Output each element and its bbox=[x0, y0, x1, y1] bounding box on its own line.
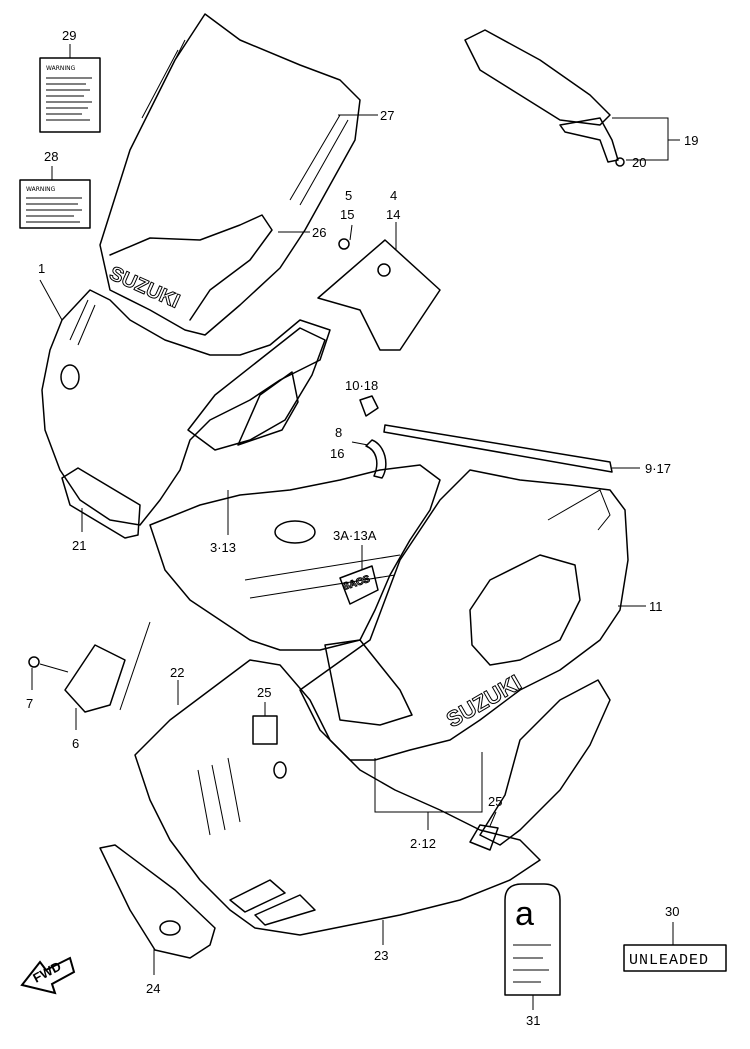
pad-25a bbox=[252, 702, 278, 745]
callout-14: 14 bbox=[386, 207, 400, 222]
callout-16: 16 bbox=[330, 446, 344, 461]
callout-25b: 25 bbox=[488, 794, 502, 809]
callout-24: 24 bbox=[146, 981, 160, 996]
moulding-strip bbox=[383, 424, 640, 473]
callout-5: 5 bbox=[345, 188, 352, 203]
callout-27: 27 bbox=[380, 108, 394, 123]
callout-21: 21 bbox=[72, 538, 86, 553]
callout-10-18: 10·18 bbox=[345, 378, 378, 393]
side-cowling: SUZUKI bbox=[299, 469, 646, 830]
callout-3a-13a: 3A·13A bbox=[333, 528, 377, 543]
callout-2-12: 2·12 bbox=[410, 836, 436, 851]
caution-label-31: a bbox=[504, 883, 561, 1010]
callout-19: 19 bbox=[684, 133, 698, 148]
label-29-header: WARNING bbox=[46, 65, 76, 72]
pad-25b bbox=[469, 811, 499, 851]
callout-31: 31 bbox=[526, 1013, 540, 1028]
callout-4: 4 bbox=[390, 188, 397, 203]
screw-5 bbox=[338, 224, 353, 250]
callout-8: 8 bbox=[335, 425, 342, 440]
cover-6 bbox=[64, 621, 151, 730]
rear-bracket bbox=[464, 29, 680, 167]
sacs-decal: SACS bbox=[339, 545, 379, 605]
callout-7: 7 bbox=[26, 696, 33, 711]
suzuki-side-logo: SUZUKI bbox=[442, 670, 525, 733]
side-cover-21 bbox=[61, 467, 141, 539]
label-28-header: WARNING bbox=[26, 186, 56, 193]
callout-3-13: 3·13 bbox=[210, 540, 236, 555]
warning-label-29: WARNING bbox=[39, 44, 101, 133]
callout-11: 11 bbox=[649, 599, 663, 614]
label-a-glyph: a bbox=[515, 895, 534, 933]
callout-23: 23 bbox=[374, 948, 388, 963]
callout-26: 26 bbox=[312, 225, 326, 240]
unleaded-label-30: UNLEADED bbox=[623, 922, 727, 972]
windscreen: SUZUKI bbox=[99, 13, 378, 336]
inner-panel bbox=[149, 464, 441, 651]
clip-10 bbox=[359, 395, 379, 417]
warning-label-28: WARNING bbox=[19, 166, 91, 229]
screw-7 bbox=[28, 656, 69, 690]
callout-30: 30 bbox=[665, 904, 679, 919]
callout-20: 20 bbox=[632, 155, 646, 170]
under-cowling bbox=[134, 659, 611, 945]
suzuki-windscreen-logo: SUZUKI bbox=[106, 262, 183, 312]
upper-cowling bbox=[39, 279, 331, 526]
grommet-8 bbox=[351, 439, 387, 479]
bracket-24 bbox=[99, 844, 216, 975]
unleaded-text: UNLEADED bbox=[629, 952, 709, 969]
sacs-logo: SACS bbox=[342, 574, 372, 593]
callout-1: 1 bbox=[38, 261, 45, 276]
callout-29: 29 bbox=[62, 28, 76, 43]
callout-9-17: 9·17 bbox=[645, 461, 671, 476]
callout-15: 15 bbox=[340, 207, 354, 222]
callout-28: 28 bbox=[44, 149, 58, 164]
fwd-arrow-icon: FWD bbox=[20, 956, 76, 995]
callout-25a: 25 bbox=[257, 685, 271, 700]
fairing-bracket bbox=[317, 222, 441, 351]
callout-6: 6 bbox=[72, 736, 79, 751]
callout-22: 22 bbox=[170, 665, 184, 680]
